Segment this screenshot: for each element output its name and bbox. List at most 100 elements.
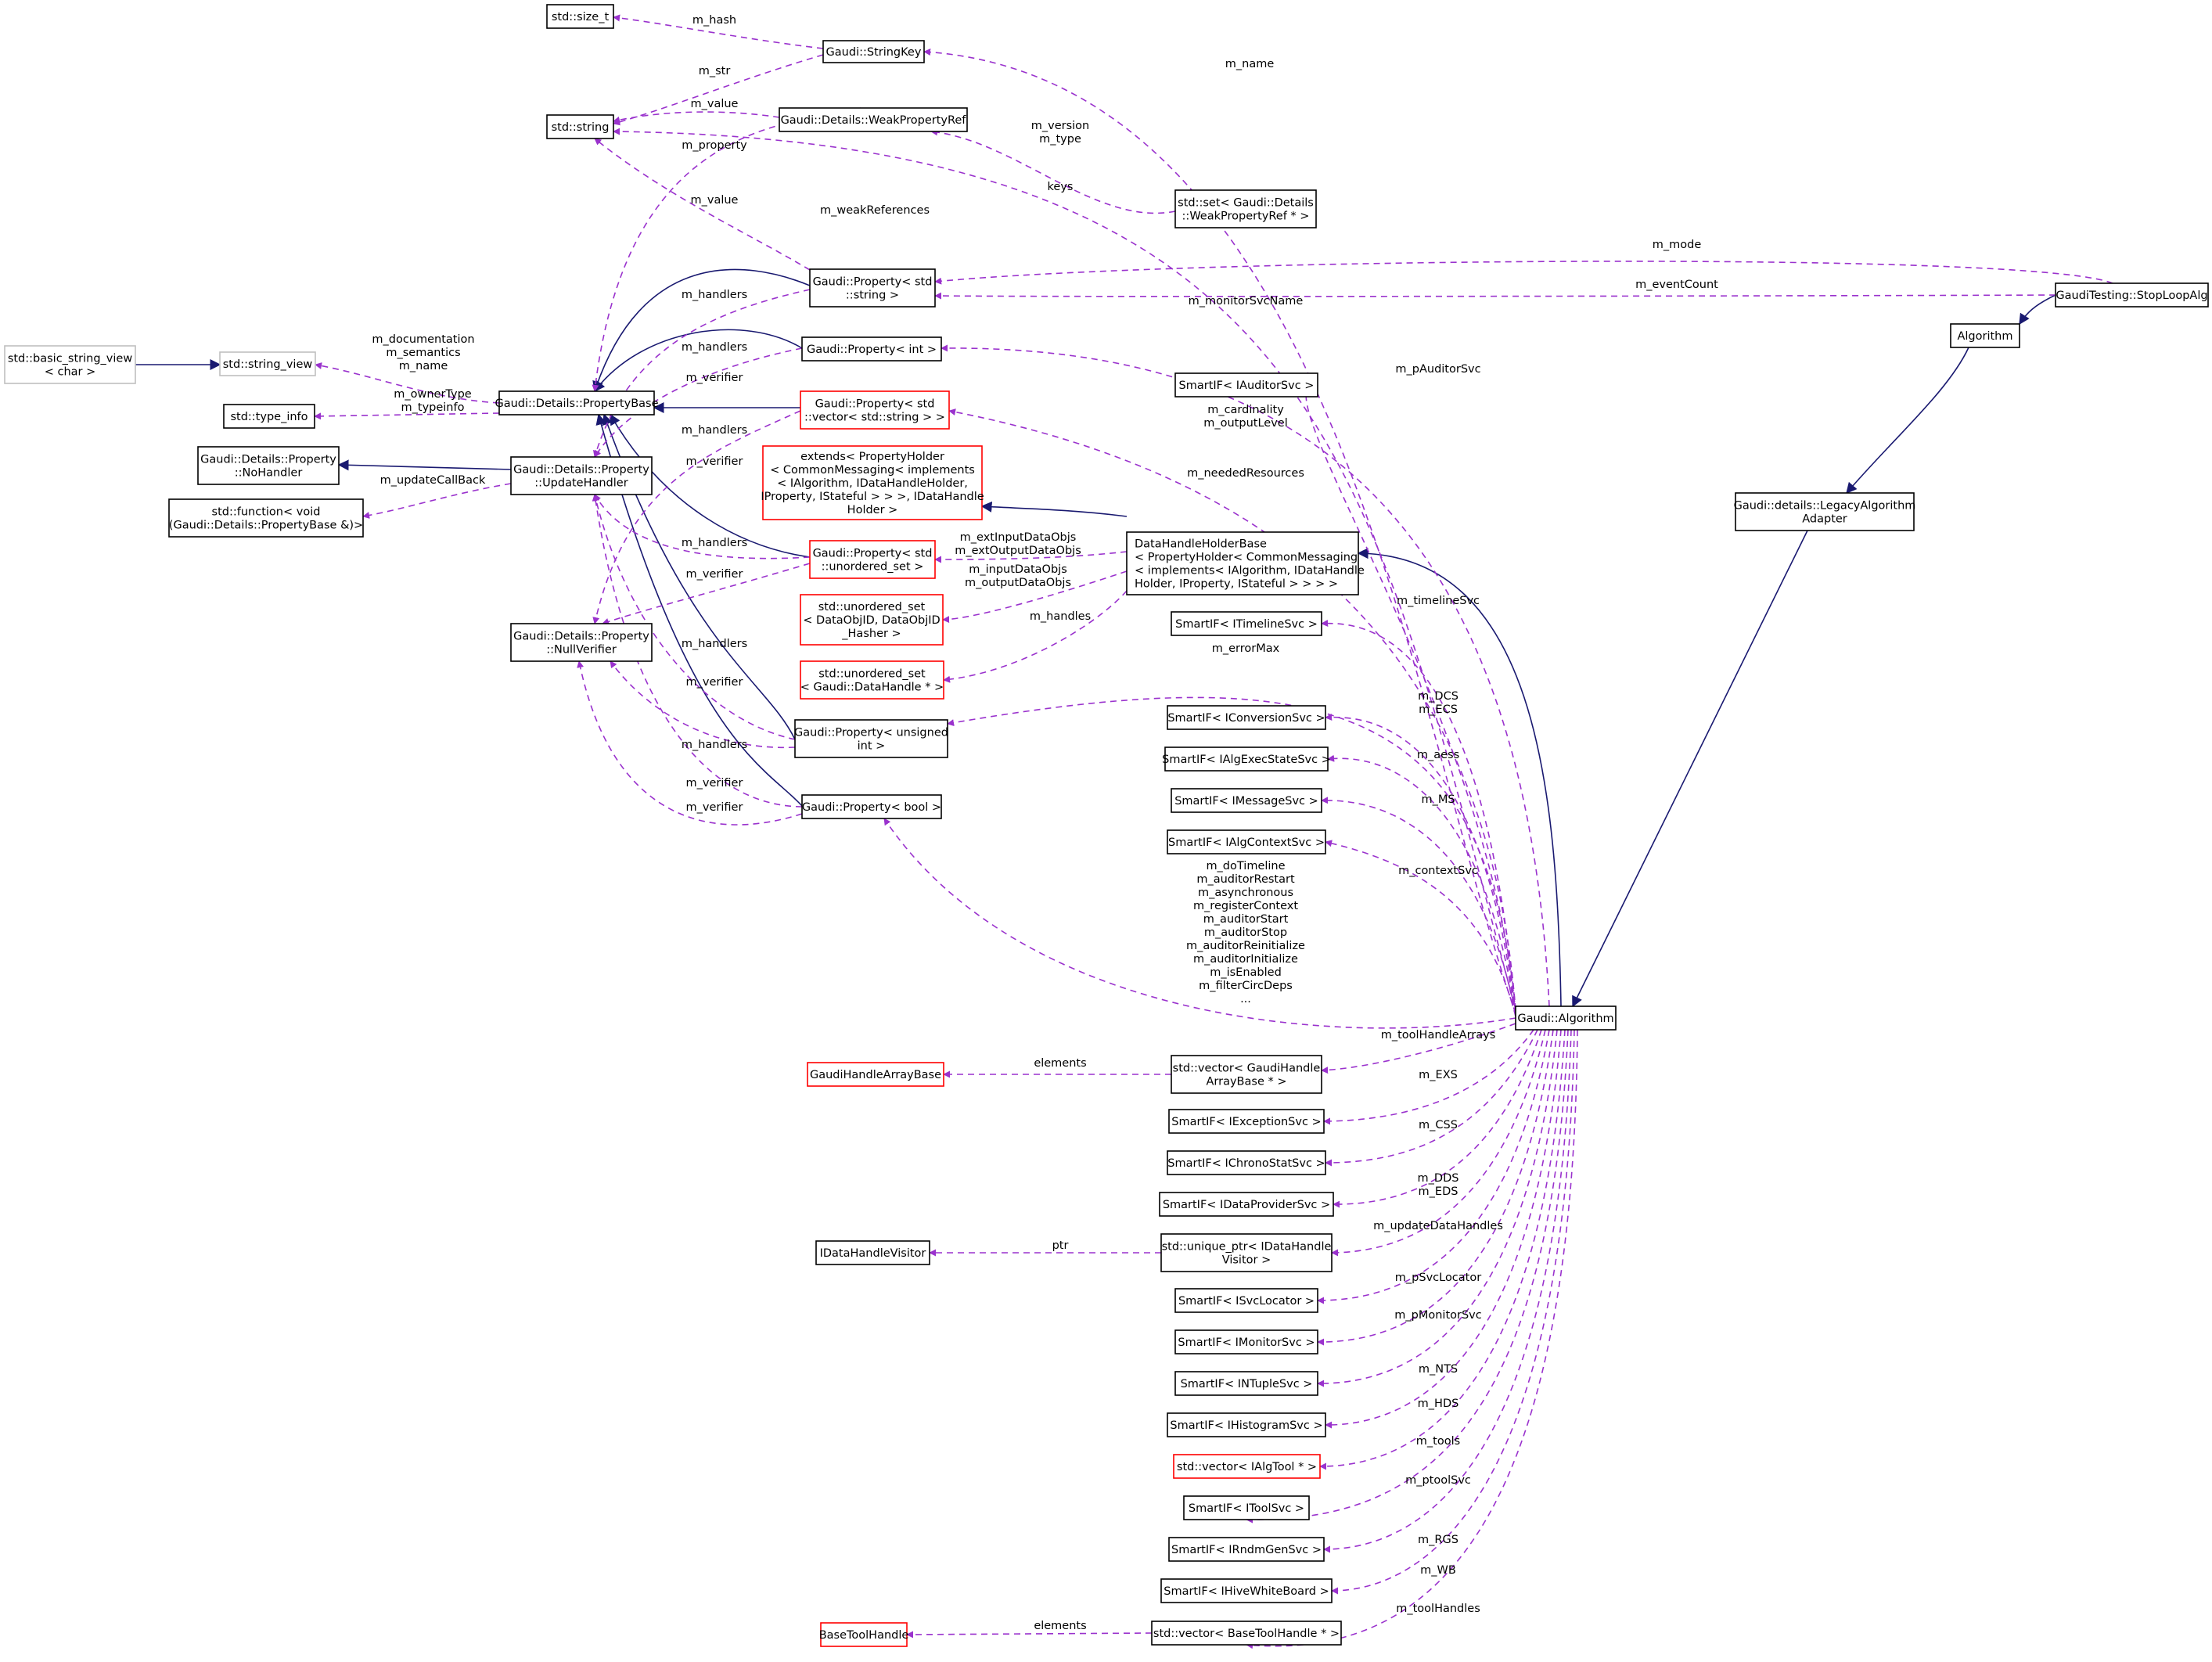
usage-edge-22 [934, 292, 2056, 300]
class-node-messagesvc[interactable]: SmartIF< IMessageSvc > [1171, 788, 1322, 813]
class-name-line: Gaudi::Details::WeakPropertyRef [781, 114, 967, 127]
class-node-weakref[interactable]: Gaudi::Details::WeakPropertyRef [779, 107, 968, 132]
edge-label-hds: m_HDS [1418, 1398, 1459, 1410]
usage-edge-25 [314, 412, 500, 420]
class-node-function[interactable]: std::function< void(Gaudi::Details::Prop… [168, 498, 364, 538]
class-node-prop-vec[interactable]: Gaudi::Property< std::vector< std::strin… [800, 390, 950, 430]
edge-label-line: ptr [1052, 1239, 1069, 1252]
class-node-basetoolhandle[interactable]: BaseToolHandle [819, 1622, 909, 1647]
class-node-string[interactable]: std::string [546, 114, 614, 139]
usage-edge-33 [610, 660, 796, 749]
edge-label-line: m_version [1031, 120, 1089, 132]
class-node-stringkey[interactable]: Gaudi::StringKey [822, 40, 925, 63]
class-node-prop-string[interactable]: Gaudi::Property< std::string > [809, 268, 936, 308]
edge-label-line: m_updateDataHandles [1373, 1220, 1503, 1232]
class-node-vec-basetool[interactable]: std::vector< BaseToolHandle * > [1151, 1621, 1342, 1646]
class-node-basic-sv[interactable]: std::basic_string_view< char > [4, 345, 136, 384]
class-node-extends[interactable]: extends< PropertyHolder< CommonMessaging… [761, 445, 984, 520]
edge-label-line: m_auditorReinitialize [1186, 940, 1305, 952]
class-node-algcontext[interactable]: SmartIF< IAlgContextSvc > [1167, 829, 1326, 854]
class-name-line: std::vector< GaudiHandle [1173, 1063, 1321, 1075]
class-name-line: Adapter [1802, 513, 1847, 526]
class-node-prop-bool[interactable]: Gaudi::Property< bool > [801, 794, 942, 819]
class-node-hivewb[interactable]: SmartIF< IHiveWhiteBoard > [1160, 1578, 1333, 1603]
class-node-handlearraybase[interactable]: GaudiHandleArrayBase [807, 1062, 944, 1087]
class-node-prop-int[interactable]: Gaudi::Property< int > [801, 336, 942, 362]
class-node-set-weak[interactable]: std::set< Gaudi::Details::WeakPropertyRe… [1174, 189, 1317, 228]
class-node-histogramsvc[interactable]: SmartIF< IHistogramSvc > [1167, 1412, 1326, 1437]
edge-label-line: ... [1240, 993, 1251, 1005]
edge-label-line: m_inputDataObjs [969, 563, 1067, 576]
usage-arrow [906, 1631, 1153, 1639]
class-box [779, 107, 968, 132]
class-node-auditorsvc[interactable]: SmartIF< IAuditorSvc > [1174, 372, 1318, 398]
inheritance-edge-3 [1357, 548, 1562, 1007]
class-name-line: std::unordered_set [818, 668, 926, 681]
edge-label-v1: m_verifier [686, 372, 743, 384]
class-name-line: GaudiTesting::StopLoopAlg [2056, 290, 2207, 302]
usage-edge-34 [592, 494, 803, 808]
class-node-rndmgen[interactable]: SmartIF< IRndmGenSvc > [1168, 1537, 1325, 1562]
class-box [223, 404, 315, 429]
usage-arrow [602, 563, 811, 625]
class-node-type-info[interactable]: std::type_info [223, 404, 315, 429]
edge-label-nts: m_NTS [1419, 1363, 1458, 1376]
edge-label-keys: keys [1048, 181, 1074, 193]
class-name-line: SmartIF< IHistogramSvc > [1170, 1419, 1322, 1432]
class-node-conversionsvc[interactable]: SmartIF< IConversionSvc > [1167, 705, 1326, 730]
class-node-chronostat[interactable]: SmartIF< IChronoStatSvc > [1167, 1150, 1326, 1175]
class-node-gaudi-alg[interactable]: Gaudi::Algorithm [1515, 1005, 1617, 1031]
class-node-datahandleholder[interactable]: DataHandleHolderBase< PropertyHolder< Co… [1126, 531, 1365, 595]
inheritance-arrow [610, 413, 811, 558]
usage-edge-56 [1317, 1029, 1554, 1346]
edge-label-line: m_neededResources [1187, 467, 1304, 480]
class-node-algorithm-iface[interactable]: Algorithm [1950, 323, 2020, 348]
inheritance-arrow [2019, 294, 2056, 326]
class-node-monitorsvc[interactable]: SmartIF< IMonitorSvc > [1174, 1329, 1318, 1354]
class-node-vec-algtool[interactable]: std::vector< IAlgTool * > [1173, 1454, 1321, 1479]
usage-arrow [1321, 1023, 1516, 1074]
class-node-dataprovider[interactable]: SmartIF< IDataProviderSvc > [1159, 1192, 1334, 1217]
usage-arrow [1333, 1029, 1542, 1208]
edge-label-ptr: ptr [1052, 1239, 1069, 1252]
edge-label-weakrefs: m_weakReferences [820, 204, 930, 217]
usage-arrow [592, 494, 803, 808]
class-node-propbase[interactable]: Gaudi::Details::PropertyBase [495, 390, 659, 416]
edge-label-line: m_auditorStart [1203, 913, 1289, 926]
class-box [809, 540, 936, 579]
class-node-exceptionsvc[interactable]: SmartIF< IExceptionSvc > [1168, 1109, 1325, 1134]
class-node-nohandler[interactable]: Gaudi::Details::Property::NoHandler [197, 446, 340, 485]
class-name-line: SmartIF< IAlgExecStateSvc > [1162, 754, 1331, 766]
class-node-uset-dataobj[interactable]: std::unordered_set< DataObjID, DataObjID… [800, 594, 944, 646]
class-name: std::basic_string_view< char > [8, 353, 133, 379]
class-node-uset-datahandle[interactable]: std::unordered_set< Gaudi::DataHandle * … [800, 660, 944, 700]
class-node-size-t[interactable]: std::size_t [546, 4, 614, 29]
edge-label-line: m_verifier [686, 372, 743, 384]
class-node-nullverifier[interactable]: Gaudi::Details::Property::NullVerifier [510, 623, 653, 662]
edge-label-line: m_auditorRestart [1196, 873, 1295, 886]
usage-edge-45 [1321, 797, 1516, 1016]
class-name-line: Visitor > [1222, 1254, 1271, 1267]
class-name-line: std::basic_string_view [8, 353, 133, 365]
class-node-svclocator[interactable]: SmartIF< ISvcLocator > [1174, 1288, 1318, 1313]
class-node-algexecstate[interactable]: SmartIF< IAlgExecStateSvc > [1162, 746, 1331, 772]
class-name-line: Gaudi::StringKey [826, 46, 922, 59]
edge-label-line: m_tools [1416, 1435, 1460, 1448]
class-node-string-view[interactable]: std::string_view [219, 351, 316, 376]
class-name-line: ArrayBase * > [1207, 1076, 1287, 1088]
edge-label-line: m_weakReferences [820, 204, 930, 217]
class-node-ntuplesvc[interactable]: SmartIF< INTupleSvc > [1174, 1371, 1318, 1396]
class-node-datahandlevisitor[interactable]: IDataHandleVisitor [815, 1240, 930, 1265]
class-node-timelinesvc[interactable]: SmartIF< ITimelineSvc > [1171, 611, 1322, 636]
class-node-prop-uset[interactable]: Gaudi::Property< std::unordered_set > [809, 540, 936, 579]
class-node-toolsvc[interactable]: SmartIF< IToolSvc > [1183, 1495, 1310, 1520]
class-node-updatehandler[interactable]: Gaudi::Details::Property::UpdateHandler [510, 456, 653, 495]
class-node-stoploop[interactable]: GaudiTesting::StopLoopAlg [2055, 282, 2209, 308]
